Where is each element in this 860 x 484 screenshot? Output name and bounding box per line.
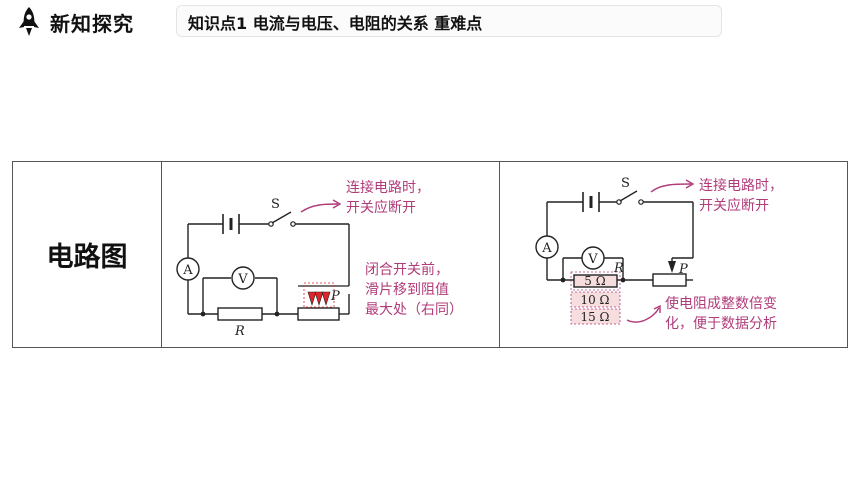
switch-label: S	[621, 176, 630, 191]
note-arrow-icon	[300, 203, 339, 213]
rheostat-label: P	[678, 262, 688, 277]
arrowhead-icon	[332, 199, 342, 209]
rheostat-label: P	[330, 289, 340, 304]
column-divider	[161, 162, 162, 347]
topic-title: 知识点1 电流与电压、电阻的关系 重难点	[188, 14, 483, 33]
note-line: 开关应断开	[699, 198, 769, 214]
resistor-label: R	[234, 324, 245, 339]
topic-box	[176, 5, 722, 37]
junction-dot	[560, 277, 566, 283]
slider-highlight	[303, 282, 335, 308]
resistor-value-10: 10 Ω	[580, 293, 609, 307]
left-switch-note: 连接电路时， 开关应断开	[346, 178, 430, 218]
voltmeter-label: V	[587, 252, 598, 267]
switch-contact	[638, 199, 644, 205]
ammeter-icon	[535, 235, 559, 259]
resistor-option-15	[570, 308, 621, 325]
circuit-table: 电路图	[12, 161, 848, 348]
note-arrow-icon	[626, 307, 660, 323]
right-resistor-note: 使电阻成整数倍变 化，便于数据分析	[665, 294, 777, 334]
switch-blade	[271, 211, 292, 224]
note-arrow-icon	[650, 183, 692, 193]
left-circuit-diagram: A V S R P	[176, 197, 350, 339]
resistor-value-15: 15 Ω	[580, 310, 609, 324]
voltmeter-label: V	[237, 272, 248, 287]
note-line: 滑片移到阻值	[365, 282, 449, 298]
note-line: 连接电路时，	[346, 180, 430, 196]
row-label: 电路图	[46, 242, 128, 273]
right-circuit-diagram: A V S R P 5 Ω 10 Ω 15 Ω	[535, 176, 695, 325]
slider-arrow-icon	[314, 291, 324, 307]
arrowhead-icon	[653, 304, 661, 313]
junction-dot	[274, 311, 280, 317]
rheostat-icon	[297, 307, 340, 321]
resistor-option-10	[570, 291, 621, 308]
section-title: 新知探究	[50, 12, 134, 36]
right-switch-note: 连接电路时， 开关应断开	[699, 176, 783, 216]
resistor-icon	[573, 274, 618, 288]
resistor-icon	[217, 307, 263, 321]
ammeter-label: A	[541, 241, 552, 256]
voltmeter-icon	[231, 266, 255, 290]
rheostat-icon	[652, 273, 687, 287]
slider-arrow-icon	[668, 261, 676, 273]
resistor-value-5: 5 Ω	[584, 274, 605, 288]
header: 新知探究 知识点1 电流与电压、电阻的关系 重难点	[0, 0, 860, 44]
note-line: 连接电路时，	[699, 178, 783, 194]
note-line: 最大处（右同）	[365, 302, 463, 318]
switch-contact	[290, 221, 296, 227]
rocket-icon	[19, 7, 39, 36]
switch-label: S	[271, 197, 280, 212]
column-divider	[499, 162, 500, 347]
note-line: 化，便于数据分析	[665, 316, 777, 332]
slider-arrow-icon	[307, 291, 317, 307]
left-slider-note: 闭合开关前， 滑片移到阻值 最大处（右同）	[365, 260, 463, 320]
ammeter-label: A	[182, 263, 193, 278]
resistor-highlight	[570, 271, 621, 291]
junction-dot	[620, 277, 626, 283]
note-line: 使电阻成整数倍变	[665, 296, 777, 312]
arrowhead-icon	[685, 179, 695, 189]
slider-arrow-icon	[321, 291, 331, 307]
junction-dot	[200, 311, 206, 317]
ammeter-icon	[176, 257, 200, 281]
voltmeter-icon	[581, 246, 605, 270]
note-line: 开关应断开	[346, 200, 416, 216]
resistor-label: R	[613, 261, 624, 276]
switch-blade	[619, 190, 638, 202]
note-line: 闭合开关前，	[365, 262, 449, 278]
